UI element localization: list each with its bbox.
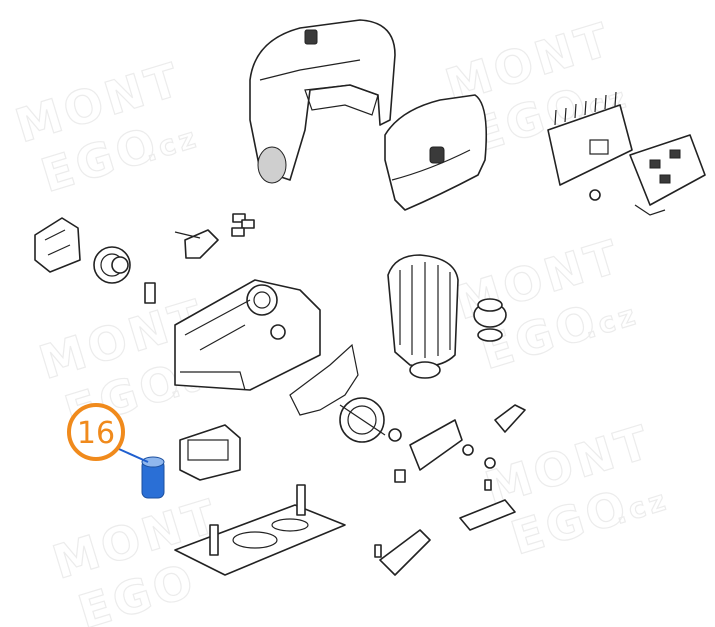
electric-motor [387,254,459,379]
screws [462,444,496,491]
limit-bracket-left [374,529,431,576]
small-bracket [144,282,156,304]
gasket [289,343,359,416]
transformer [179,424,241,481]
callout-number: 16 [77,416,115,451]
switch-contacts [231,213,255,237]
foundation-plate [174,484,346,576]
callout-16: 16 [67,403,149,463]
end-cap [34,217,81,273]
front-cover [384,94,488,211]
drive-gear [93,246,131,284]
worm-gear [339,397,402,443]
control-board [547,91,633,201]
capacitor-part-16 [141,456,165,499]
motor-bearing [473,298,507,342]
receiver-board [629,134,706,216]
watermark: MONT EGO .cz MONT EGO .cz MONT EGO .cz M… [9,11,674,627]
release-key [494,404,526,433]
gearbox-housing [174,279,321,391]
limit-switch [174,229,219,259]
release-lever [394,419,463,483]
top-cover [249,19,396,184]
limit-bracket-right [459,499,516,531]
